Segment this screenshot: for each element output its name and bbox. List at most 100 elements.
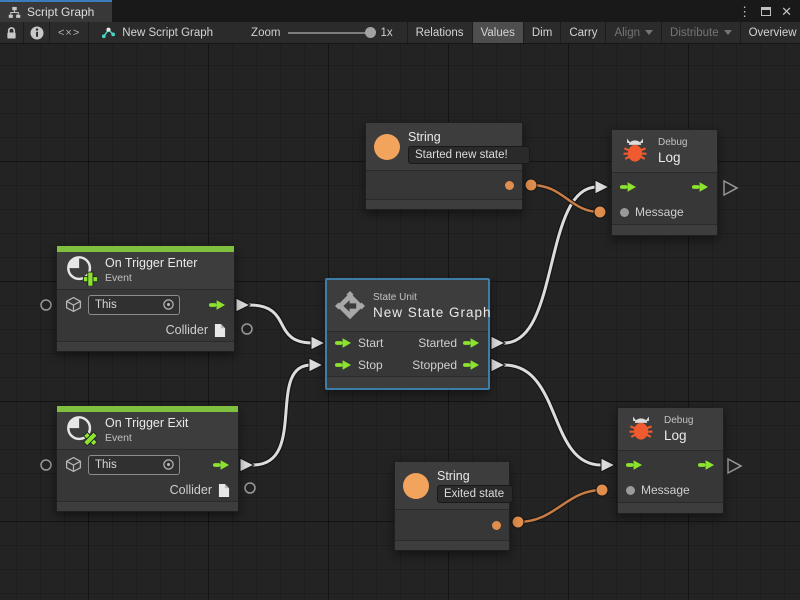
flow-out-arrow-icon[interactable] (213, 459, 230, 471)
port-debug-bottom-flow-in[interactable] (600, 457, 617, 473)
port-enter-collider-out[interactable] (241, 323, 253, 335)
tab-script-graph[interactable]: Script Graph (0, 0, 112, 22)
wire-string-to-message-top[interactable] (524, 178, 607, 219)
close-icon[interactable]: ✕ (781, 3, 792, 19)
node-on-trigger-enter[interactable]: On Trigger Enter Event This Collider (56, 245, 235, 352)
carry-button[interactable]: Carry (561, 22, 607, 43)
graph-hierarchy-icon (8, 6, 21, 18)
flow-in-arrow-icon[interactable] (335, 337, 352, 349)
code-view-button[interactable]: <×> (50, 22, 90, 43)
graph-name-section[interactable]: New Script Graph (89, 22, 225, 43)
port-debug-top-flow-in[interactable] (594, 179, 611, 195)
string-output-port[interactable] (492, 520, 501, 530)
wire-exit-to-stop[interactable] (252, 362, 312, 468)
dim-button[interactable]: Dim (524, 22, 562, 43)
gameobject-cube-icon (65, 297, 82, 313)
node-title: On Trigger Enter (105, 256, 198, 271)
chevron-down-icon (723, 30, 732, 35)
node-string-bottom[interactable]: String Exited state (394, 461, 513, 551)
wire-started-to-debug[interactable] (503, 184, 598, 346)
collider-label: Collider (165, 323, 208, 338)
node-kind: Debug (664, 415, 694, 427)
graph-toolbar: <×> New Script Graph Zoom 1x Relations V… (0, 22, 800, 44)
connection-layer (40, 178, 743, 529)
stop-row: Stop Stopped (327, 354, 488, 376)
distribute-button[interactable]: Distribute (662, 22, 741, 43)
node-header[interactable]: Debug Log (612, 130, 717, 174)
port-exit-collider-out[interactable] (244, 482, 256, 494)
string-literal-icon (403, 472, 429, 499)
flow-out-arrow-icon[interactable] (692, 181, 709, 193)
align-button[interactable]: Align (606, 22, 663, 43)
node-debug-log-bottom[interactable]: Debug Log Message (617, 407, 724, 514)
kebab-menu-icon[interactable]: ⋮ (738, 3, 752, 19)
relations-button[interactable]: Relations (408, 22, 473, 43)
node-footer (57, 341, 234, 351)
port-state-start-in[interactable] (310, 335, 327, 351)
message-input-port[interactable] (626, 485, 635, 495)
wire-stopped-to-debug[interactable] (503, 362, 602, 468)
flow-in-arrow-icon[interactable] (620, 181, 637, 193)
node-footer (618, 502, 723, 513)
node-header[interactable]: On Trigger Exit Event (57, 411, 238, 450)
info-button[interactable] (24, 22, 50, 43)
string-value-input[interactable]: Started new state! (408, 145, 530, 164)
node-header[interactable]: String Exited state (395, 462, 513, 510)
port-state-stop-in[interactable] (308, 357, 325, 373)
object-picker-icon[interactable] (162, 458, 175, 471)
node-state-unit[interactable]: State Unit New State Graph Start Started… (325, 278, 491, 390)
node-footer (327, 376, 488, 388)
plus-icon (82, 272, 97, 287)
object-picker-icon[interactable] (162, 298, 175, 311)
string-output-port[interactable] (505, 180, 514, 190)
wire-enter-to-start[interactable] (248, 302, 314, 346)
overview-button[interactable]: Overview (741, 22, 800, 43)
node-header[interactable]: Debug Log (618, 408, 723, 452)
node-kind: State Unit (373, 291, 417, 303)
flow-out-arrow-icon[interactable] (698, 459, 715, 471)
node-on-trigger-exit[interactable]: On Trigger Exit Event This Collider (56, 405, 239, 512)
string-value-input[interactable]: Exited state (437, 484, 513, 503)
flow-row (612, 173, 717, 200)
values-button[interactable]: Values (472, 22, 524, 43)
target-object-field[interactable]: This (88, 454, 180, 475)
port-exit-target-in[interactable] (40, 459, 52, 471)
port-debug-top-flow-out[interactable] (723, 179, 739, 197)
state-unit-icon (335, 290, 365, 319)
port-debug-bottom-flow-out[interactable] (727, 457, 743, 475)
node-title: On Trigger Exit (105, 416, 189, 431)
bug-icon (623, 138, 647, 162)
node-footer (57, 501, 238, 511)
started-label: Started (418, 336, 457, 350)
document-icon (218, 483, 230, 497)
node-header[interactable]: On Trigger Enter Event (57, 251, 234, 290)
flow-in-arrow-icon[interactable] (626, 459, 643, 471)
zoom-slider[interactable] (288, 27, 377, 38)
message-input-port[interactable] (620, 207, 629, 217)
flow-out-arrow-icon[interactable] (463, 337, 480, 349)
flow-in-arrow-icon[interactable] (335, 359, 352, 371)
target-object-field[interactable]: This (88, 294, 180, 315)
node-header[interactable]: State Unit New State Graph (327, 280, 491, 332)
target-row: This (57, 290, 234, 320)
flow-out-arrow-icon[interactable] (209, 299, 226, 311)
message-label: Message (641, 483, 690, 498)
node-subtitle: Event (105, 432, 132, 445)
start-label: Start (358, 336, 384, 350)
port-state-started-out[interactable] (490, 335, 507, 351)
wire-string-to-message-bottom[interactable] (511, 483, 609, 529)
zoom-slider-thumb[interactable] (365, 27, 377, 38)
port-state-stopped-out[interactable] (490, 357, 507, 373)
graph-canvas[interactable]: String Started new state! Debug Log (0, 44, 800, 600)
port-enter-target-in[interactable] (40, 299, 52, 311)
port-enter-flow-out[interactable] (235, 297, 252, 313)
maximize-icon[interactable] (761, 6, 772, 16)
node-header[interactable]: String Started new state! (366, 123, 530, 171)
lock-button[interactable] (0, 22, 24, 43)
node-subtitle: Event (105, 272, 132, 285)
flow-out-arrow-icon[interactable] (463, 359, 480, 371)
node-string-top[interactable]: String Started new state! (365, 122, 530, 210)
port-exit-flow-out[interactable] (239, 457, 256, 473)
node-debug-log-top[interactable]: Debug Log Message (611, 129, 718, 236)
document-icon (214, 323, 226, 337)
